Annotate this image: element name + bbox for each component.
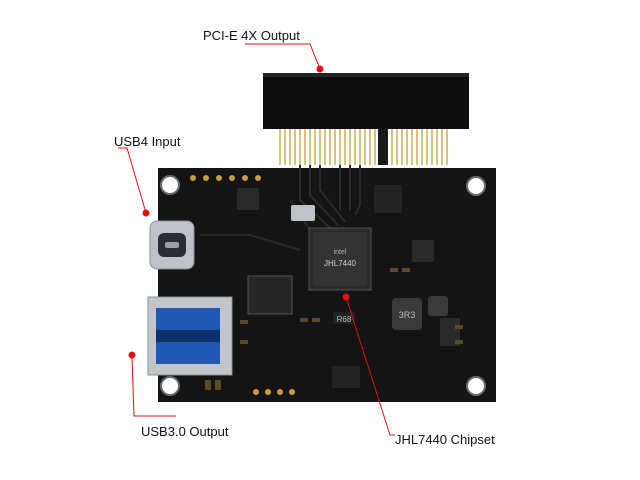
- inductor: [428, 296, 448, 316]
- ic-chip: [247, 275, 293, 315]
- ic-chip: [374, 185, 402, 213]
- ic-chip: [412, 240, 434, 262]
- pcie-output-label: PCI-E 4X Output: [203, 28, 300, 43]
- pcie-connector: [263, 73, 469, 129]
- mounting-hole: [160, 376, 180, 396]
- resistor: [333, 312, 355, 324]
- header-pins: [190, 175, 261, 181]
- callout-lines: [118, 43, 395, 436]
- header-pins: [253, 389, 295, 395]
- callout-dots: [128, 65, 350, 359]
- smd-components: [205, 268, 463, 390]
- inductor: [392, 298, 422, 330]
- mounting-hole: [466, 176, 486, 196]
- pcie-gold-pins: [279, 129, 448, 165]
- ic-chip: [237, 188, 259, 210]
- chip-model: JHL7440: [324, 259, 357, 268]
- crystal: [291, 205, 315, 221]
- chipset-label: JHL7440 Chipset: [395, 432, 495, 447]
- mounting-hole: [160, 175, 180, 195]
- resistor-label: R68: [337, 315, 352, 324]
- mounting-hole: [466, 376, 486, 396]
- usb3-output-label: USB3.0 Output: [141, 424, 229, 439]
- ic-chip: [332, 366, 360, 388]
- inductor-label: 3R3: [399, 310, 416, 320]
- usb4-input-label: USB4 Input: [114, 134, 181, 149]
- chip-brand: intel: [334, 249, 347, 256]
